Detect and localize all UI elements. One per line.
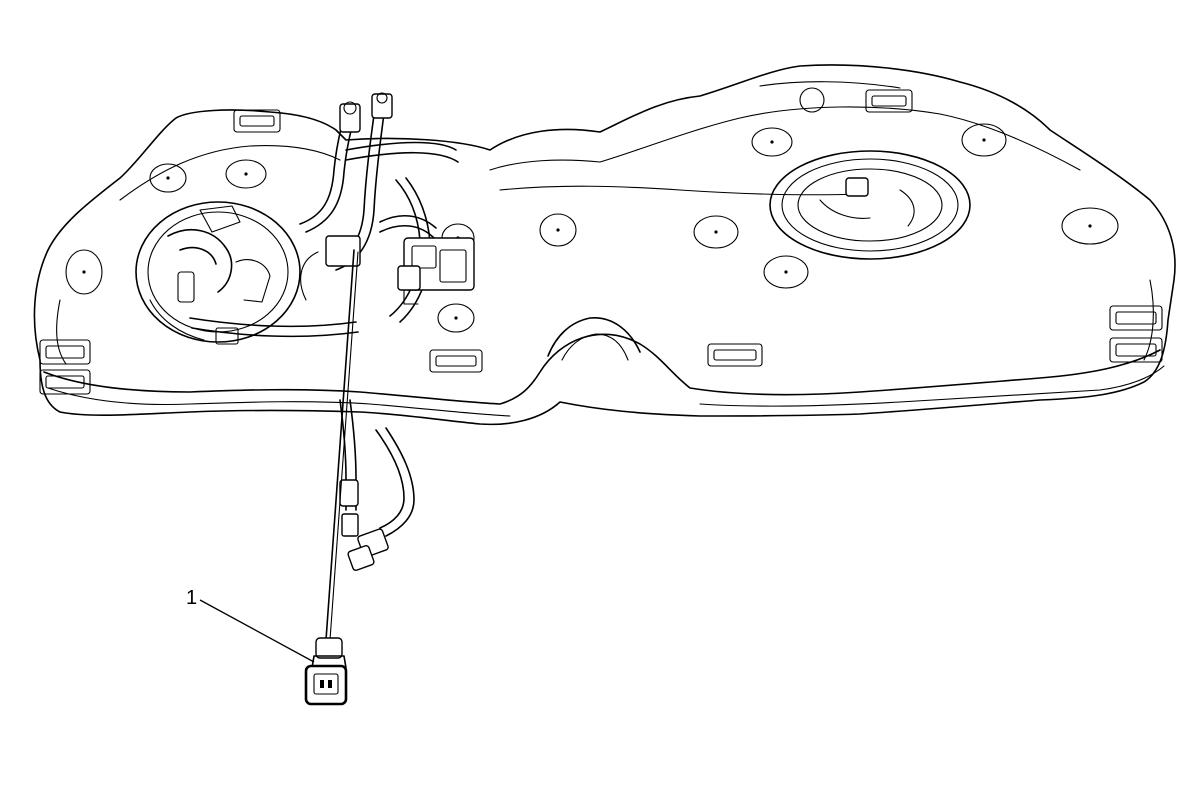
sensor-lead-wire	[325, 249, 359, 641]
fuel-lines	[189, 92, 459, 338]
right-sender-module	[769, 150, 971, 260]
callout-leader-line	[199, 599, 315, 663]
harness-leads	[339, 399, 415, 572]
tank-dimples	[65, 87, 1119, 333]
electrical-connector	[304, 637, 348, 706]
left-pump-module	[135, 201, 301, 345]
valve-cluster	[300, 235, 475, 305]
mounting-pads	[39, 89, 1163, 395]
fuel-tank-body	[33, 64, 1176, 426]
callout-1: 1	[186, 587, 315, 663]
callout-number: 1	[186, 587, 197, 609]
